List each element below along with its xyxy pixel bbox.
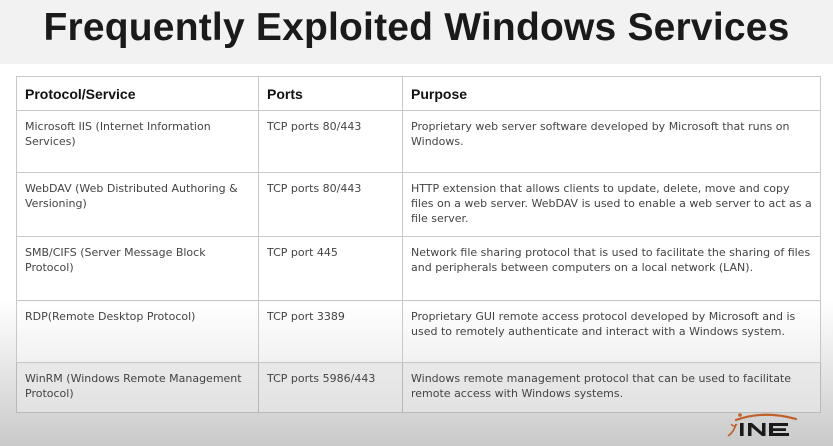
cell-service: WinRM (Windows Remote Management Protoco… (16, 362, 259, 413)
cell-purpose: Proprietary web server software develope… (402, 110, 821, 173)
cell-ports: TCP ports 5986/443 (258, 362, 403, 413)
cell-service: RDP(Remote Desktop Protocol) (16, 300, 259, 363)
cell-purpose: Proprietary GUI remote access protocol d… (402, 300, 821, 363)
ine-logo (724, 410, 808, 440)
cell-ports: TCP ports 80/443 (258, 110, 403, 173)
cell-purpose: HTTP extension that allows clients to up… (402, 172, 821, 237)
slide-title: Frequently Exploited Windows Services (43, 6, 790, 49)
services-table: Protocol/Service Ports Purpose Microsoft… (16, 76, 821, 413)
table-row: WinRM (Windows Remote Management Protoco… (16, 362, 821, 413)
cell-service: Microsoft IIS (Internet Information Serv… (16, 110, 259, 173)
header-protocol-service: Protocol/Service (16, 76, 259, 111)
cell-purpose: Windows remote management protocol that … (402, 362, 821, 413)
table-header-row: Protocol/Service Ports Purpose (16, 76, 821, 111)
table-row: RDP(Remote Desktop Protocol) TCP port 33… (16, 300, 821, 363)
table-row: SMB/CIFS (Server Message Block Protocol)… (16, 236, 821, 301)
cell-ports: TCP ports 80/443 (258, 172, 403, 237)
cell-ports: TCP port 445 (258, 236, 403, 301)
cell-service: WebDAV (Web Distributed Authoring & Vers… (16, 172, 259, 237)
cell-ports: TCP port 3389 (258, 300, 403, 363)
header-ports: Ports (258, 76, 403, 111)
table-row: WebDAV (Web Distributed Authoring & Vers… (16, 172, 821, 237)
title-bar: Frequently Exploited Windows Services (0, 0, 833, 64)
ine-logo-icon (727, 413, 798, 437)
table-row: Microsoft IIS (Internet Information Serv… (16, 110, 821, 173)
header-purpose: Purpose (402, 76, 821, 111)
cell-purpose: Network file sharing protocol that is us… (402, 236, 821, 301)
cell-service: SMB/CIFS (Server Message Block Protocol) (16, 236, 259, 301)
